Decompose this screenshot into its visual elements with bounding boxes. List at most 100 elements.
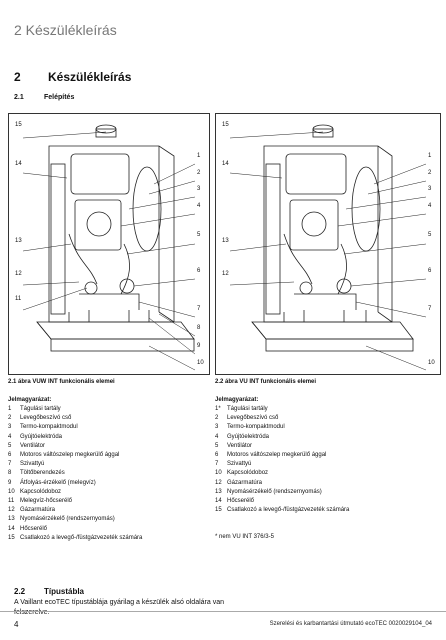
callout-label: 14 [222, 161, 229, 167]
footer-text: Szerelési és karbantartási útmutató ecoT… [269, 621, 432, 627]
callout-label: 6 [197, 268, 201, 274]
callout-label: 2 [197, 170, 201, 176]
legend-item-number: 7 [8, 461, 12, 468]
legend-item-text: Szivattyú [227, 461, 252, 468]
subsection-heading-rating-plate: 2.2 Típustábla [14, 587, 84, 596]
section-number: 2 [14, 70, 21, 84]
subsection-number: 2.1 [14, 94, 24, 101]
callout-label: 5 [428, 232, 432, 238]
legend-item-number: 1* [215, 406, 221, 412]
legend-item-number: 6 [215, 452, 219, 459]
legend-item-number: 10 [215, 470, 222, 477]
legend-item-number: 7 [215, 461, 219, 468]
legend-item-number: 12 [215, 479, 222, 486]
legend-item: 7 Szivattyú [8, 460, 142, 469]
legend-item-text: Tágulási tartály [227, 406, 268, 412]
legend-item-text: Hőcserélő [227, 498, 255, 505]
legend-item-text: Szivattyú [20, 461, 45, 468]
legend-item-number: 14 [215, 498, 222, 505]
legend-item-text: Gázarmatúra [20, 507, 56, 514]
legend-item-text: Motoros váltószelep megkerülő ággal [227, 452, 327, 459]
legend-item-text: Gyújtóelektróda [227, 433, 270, 440]
legend-item-text: Kapcsolódoboz [20, 488, 62, 495]
section-title: Készülékleírás [48, 70, 132, 84]
callout-label: 10 [428, 360, 435, 366]
legend-item: 6 Motoros váltószelep megkerülő ággal [215, 451, 349, 460]
subsection-title: Típustábla [44, 587, 85, 596]
legend-item-number: 2 [215, 415, 219, 422]
legend-item-number: 9 [8, 479, 12, 486]
callout-label: 13 [222, 238, 229, 244]
legend-item-number: 15 [8, 534, 15, 541]
legend-item-text: Levegőbeszívó cső [20, 415, 72, 422]
legend-item-text: Ventilátor [227, 442, 253, 449]
callout-label: 6 [428, 268, 432, 274]
legend-item-number: 6 [8, 452, 12, 459]
legend-item-text: Levegőbeszívó cső [227, 415, 279, 422]
callout-label: 5 [197, 232, 201, 238]
legend-item-text: Csatlakozó a levegő-/füstgázvezeték szám… [20, 534, 143, 541]
callout-label: 7 [197, 306, 201, 312]
legend-item-text: Termo-kompaktmodul [20, 424, 78, 431]
footnote: * nem VU INT 376/3-5 [215, 534, 274, 540]
legend-item: 1* Tágulási tartály [215, 405, 349, 414]
legend-item-number: 10 [8, 488, 15, 495]
legend-item: 10 Kapcsolódoboz [215, 469, 349, 478]
legend-item-number: 4 [215, 433, 219, 440]
legend-item-text: Gyújtóelektróda [20, 433, 63, 440]
legend-item-text: Csatlakozó a levegő-/füstgázvezeték szám… [227, 507, 350, 514]
legend-item-text: Nyomásérzékelő (rendszernyomás) [227, 488, 322, 495]
legend-item-number: 1 [8, 406, 12, 412]
callout-label: 7 [428, 306, 432, 312]
callout-label: 8 [197, 325, 201, 331]
legend-item: 14 Hőcserélő [215, 497, 349, 506]
legend-item-number: 13 [8, 516, 15, 523]
callout-label: 15 [15, 122, 22, 128]
legend-title-left: Jelmagyarázat: [8, 397, 52, 403]
legend-item-text: Hőcserélő [20, 525, 48, 532]
legend-item: 9 Átfolyás-érzékelő (melegvíz) [8, 479, 142, 488]
callout-label: 4 [428, 203, 432, 209]
callout-label: 1 [197, 153, 201, 159]
legend-item-number: 12 [8, 507, 15, 514]
legend-item: 15 Csatlakozó a levegő-/füstgázvezeték sz… [8, 534, 142, 543]
legend-item-text: Motoros váltószelep megkerülő ággal [20, 452, 120, 459]
callout-label: 9 [197, 343, 201, 349]
legend-item: 3 Termo-kompaktmodul [8, 423, 142, 432]
callout-label: 3 [428, 186, 432, 192]
legend-item: 6 Motoros váltószelep megkerülő ággal [8, 451, 142, 460]
section-heading: 2 Készülékleírás [14, 70, 131, 84]
legend-item-text: Átfolyás-érzékelő (melegvíz) [20, 479, 96, 486]
figure-caption-left: 2.1 ábra VUW INT funkcionális elemei [8, 379, 115, 385]
legend-item-text: Nyomásérzékelő (rendszernyomás) [20, 516, 115, 523]
legend-item-number: 3 [8, 424, 12, 431]
callout-label: 13 [15, 238, 22, 244]
callout-label: 3 [197, 186, 201, 192]
callout-label: 15 [222, 122, 229, 128]
legend-item-number: 4 [8, 433, 12, 440]
legend-item: 10 Kapcsolódoboz [8, 488, 142, 497]
legend-item-text: Kapcsolódoboz [227, 470, 269, 477]
legend-item-text: Ventilátor [20, 442, 46, 449]
callout-label: 10 [197, 360, 204, 366]
legend-item: 13 Nyomásérzékelő (rendszernyomás) [8, 515, 142, 524]
callout-label: 11 [15, 296, 22, 302]
callout-label: 4 [197, 203, 201, 209]
legend-item-number: 15 [215, 507, 222, 514]
legend-item-text: Termo-kompaktmodul [227, 424, 285, 431]
legend-item: 4 Gyújtóelektróda [8, 433, 142, 442]
subsection-number: 2.2 [14, 587, 26, 596]
legend-item: 15 Csatlakozó a levegő-/füstgázvezeték sz… [215, 506, 349, 515]
legend-item-number: 5 [8, 442, 12, 449]
